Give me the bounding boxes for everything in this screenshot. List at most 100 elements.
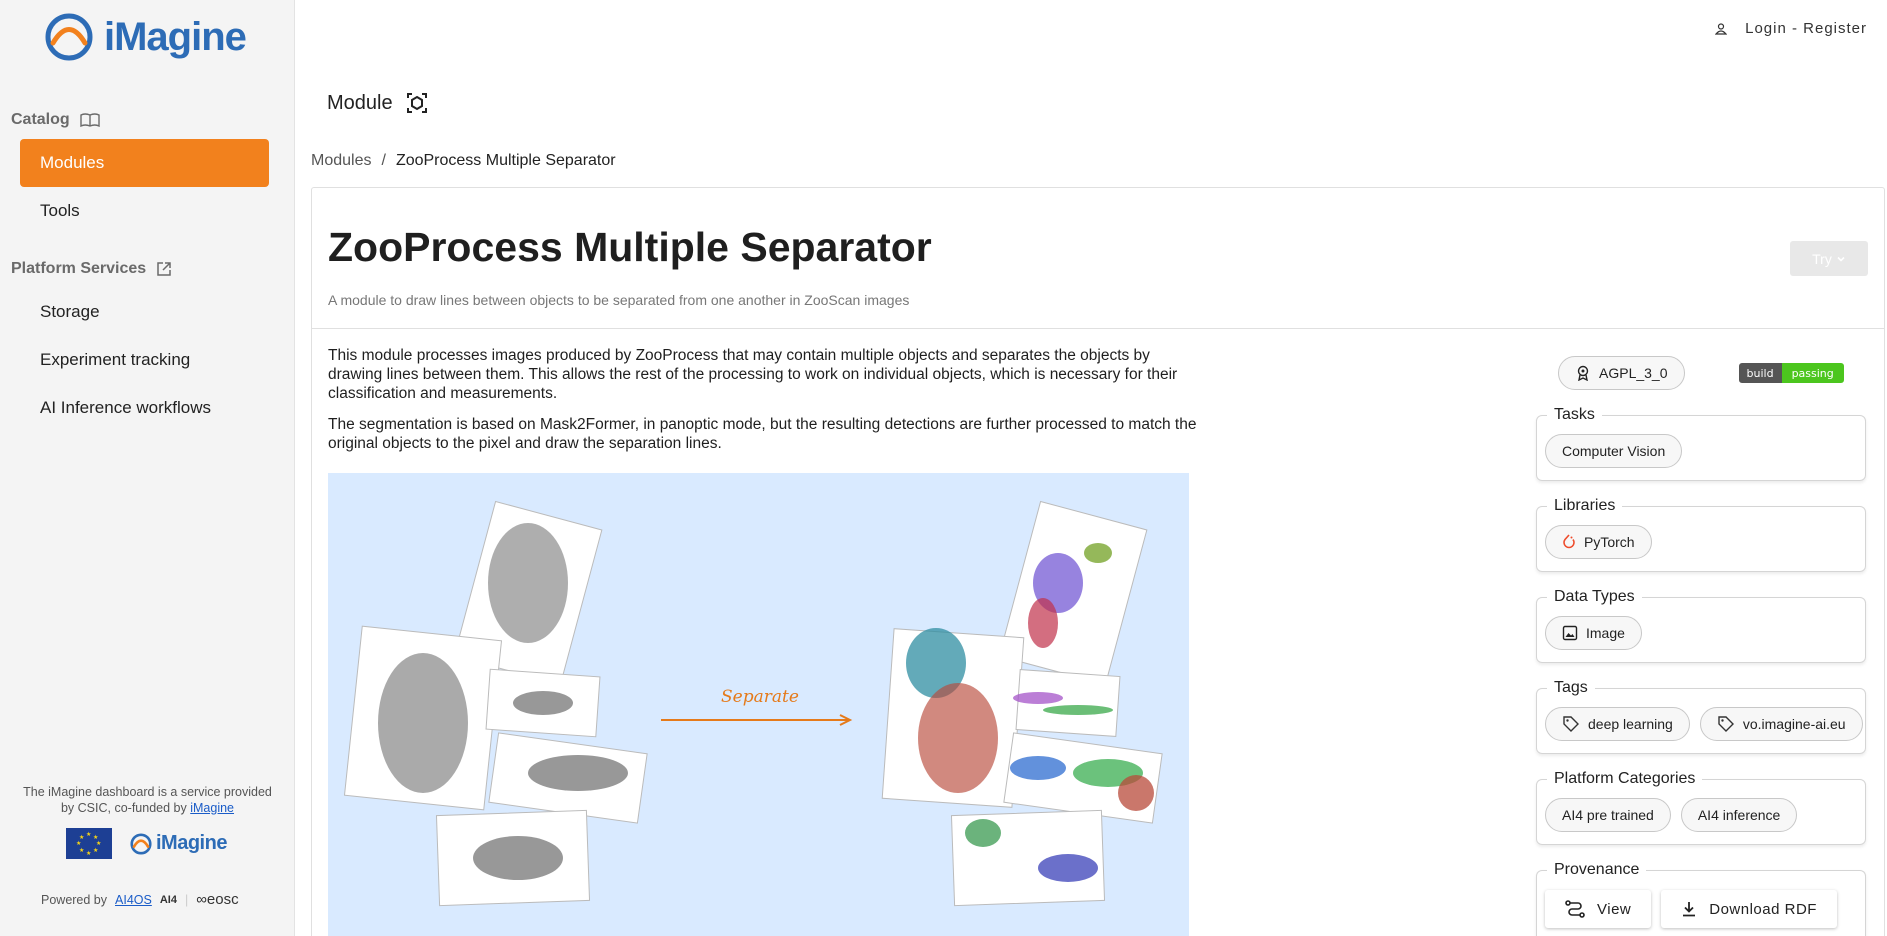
breadcrumb: Modules / ZooProcess Multiple Separator [311,152,616,170]
tasks-label: Tasks [1547,406,1602,424]
libraries-label: Libraries [1547,497,1623,515]
badge-label: build [1738,363,1782,383]
external-link-icon [157,262,171,276]
tags-label: Tags [1547,679,1595,697]
module-description: This module processes images produced by… [328,346,1198,465]
route-icon [1565,900,1585,918]
data-types-chips: Image [1545,616,1642,650]
separated-scans [881,500,1163,907]
separate-arrow-head [839,714,853,726]
powered-by: Powered by AI4OS AI4 | ∞eosc [41,891,239,908]
category-chip-label: AI4 inference [1697,807,1781,823]
tag-icon [1563,716,1579,732]
sidebar-item-experiment-tracking[interactable]: Experiment tracking [20,336,269,384]
breadcrumb-separator: / [381,152,386,169]
separate-label: Separate [721,687,799,707]
eosc-logo: ∞eosc [196,891,239,908]
login-register-label: Login - Register [1745,20,1867,37]
module-subtitle: A module to draw lines between objects t… [328,292,910,308]
data-type-chip-label: Image [1586,625,1625,641]
license-build-row: AGPL_3_0 build passing [1558,356,1844,390]
footer-imagine-link[interactable]: iMagine [190,801,235,815]
sidebar-footer-text: The iMagine dashboard is a service provi… [0,784,295,816]
sidebar-item-ai-inference[interactable]: AI Inference workflows [20,384,269,432]
chevron-down-icon [1837,256,1845,262]
sidebar-item-label: Tools [40,201,80,220]
category-chip[interactable]: AI4 pre trained [1545,798,1671,832]
sidebar-item-storage[interactable]: Storage [20,288,269,336]
sidebar-item-tools[interactable]: Tools [20,187,269,235]
module-title: ZooProcess Multiple Separator [328,224,932,270]
eu-flag-icon: ★★ ★★ ★★ ★★ [66,828,112,859]
download-icon [1683,902,1696,917]
tags-chips: deep learning vo.imagine-ai.eu [1545,707,1863,741]
breadcrumb-current: ZooProcess Multiple Separator [395,152,616,169]
sidebar: iMagine Catalog Modules Tools Platform S… [0,0,295,936]
category-chip[interactable]: AI4 inference [1680,798,1798,832]
imagine-small-logo-icon [130,832,152,855]
platform-categories-box: Platform Categories AI4 pre trained AI4 … [1536,770,1866,845]
tag-chip-label: deep learning [1588,716,1673,732]
sidebar-item-label: AI Inference workflows [40,398,212,417]
sidebar-item-label: Modules [40,153,105,172]
module-header: ZooProcess Multiple Separator A module t… [312,188,1884,329]
footer-line-2-text: by CSIC, co-funded by [60,801,187,815]
services-title: Platform Services [11,260,147,277]
license-chip[interactable]: AGPL_3_0 [1558,356,1685,390]
image-icon [1562,625,1578,641]
try-button-label: Try [1812,250,1832,267]
try-button[interactable]: Try [1790,241,1868,276]
categories-chips: AI4 pre trained AI4 inference [1545,798,1798,832]
eosc-logo-text: eosc [206,891,239,908]
logo-text: iMagine [104,14,247,59]
task-chip[interactable]: Computer Vision [1545,434,1683,468]
download-rdf-button[interactable]: Download RDF [1661,890,1837,928]
sidebar-item-modules[interactable]: Modules [20,139,269,187]
small-logo-text: iMagine [156,832,227,854]
provenance-label: Provenance [1547,861,1647,879]
data-types-label: Data Types [1547,588,1642,606]
provenance-view-label: View [1597,900,1632,918]
categories-label: Platform Categories [1547,770,1703,788]
library-chip-label: PyTorch [1584,534,1635,550]
logo-divider: | [184,892,189,907]
breadcrumb-modules-link[interactable]: Modules [311,152,372,169]
powered-by-text: Powered by [41,892,108,907]
data-types-box: Data Types Image [1536,588,1866,663]
library-chip[interactable]: PyTorch [1545,525,1652,559]
original-scans [343,500,648,907]
ai4os-link[interactable]: AI4OS [115,892,152,907]
pytorch-icon [1563,534,1575,549]
provenance-actions: View Download RDF [1545,890,1837,928]
data-type-chip[interactable]: Image [1545,616,1642,650]
catalog-section-title: Catalog [11,111,100,129]
user-icon [1715,22,1728,35]
libraries-chips: PyTorch [1545,525,1652,559]
footer-line-2: by CSIC, co-funded by iMagine [0,800,295,816]
tag-chip[interactable]: deep learning [1545,707,1690,741]
page-title: Module [327,91,393,114]
imagine-small-logo: iMagine [130,832,227,855]
module-hero-image: Separate [328,473,1189,936]
sidebar-item-label: Experiment tracking [40,350,191,369]
tasks-box: Tasks Computer Vision [1536,406,1866,481]
award-icon [1577,365,1589,381]
libraries-box: Libraries PyTorch [1536,497,1866,572]
tag-chip[interactable]: vo.imagine-ai.eu [1699,707,1863,741]
build-status-badge[interactable]: build passing [1738,363,1844,383]
tasks-chips: Computer Vision [1545,434,1683,468]
module-icon [406,93,427,113]
license-label: AGPL_3_0 [1599,365,1668,381]
tags-box: Tags deep learning vo.imagine-ai.eu [1536,679,1866,754]
download-rdf-label: Download RDF [1709,900,1817,918]
imagine-logo-icon [45,13,93,61]
category-chip-label: AI4 pre trained [1562,807,1654,823]
login-register-link[interactable]: Login - Register [1715,20,1867,37]
tag-icon [1718,716,1734,732]
sidebar-item-label: Storage [40,302,100,321]
services-section-title[interactable]: Platform Services [11,260,172,278]
page-heading: Module [327,91,429,115]
provenance-view-button[interactable]: View [1545,890,1652,928]
imagine-logo[interactable]: iMagine [44,12,247,62]
description-paragraph-1: This module processes images produced by… [328,347,1178,402]
